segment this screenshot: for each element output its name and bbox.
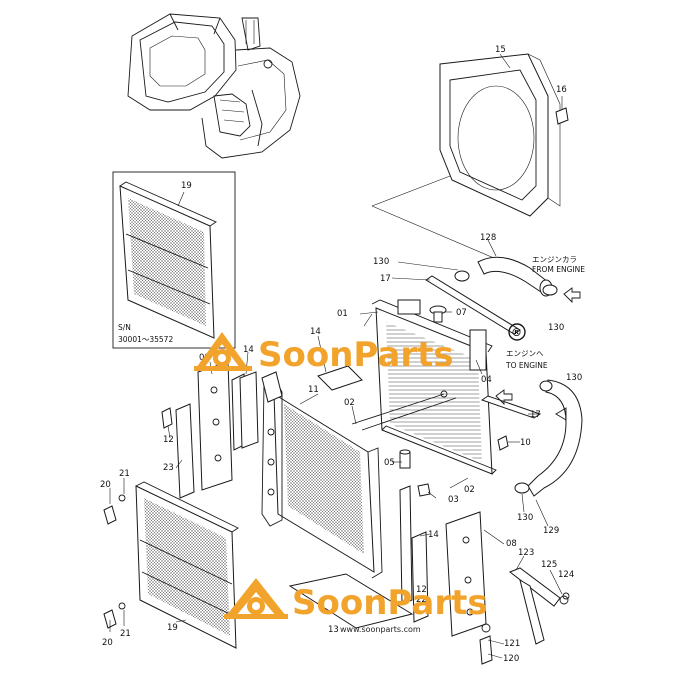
bolts [103,107,570,665]
callout-16: 16 [556,85,567,95]
radiator-core [261,377,383,579]
radiator-assembly [351,299,497,475]
callout-03: 03 [448,495,459,505]
callout-17-b: 17 [530,410,541,420]
watermark-logo-icon [194,332,252,371]
callout-21-a: 21 [119,469,130,479]
hose-clamp-upper [454,270,558,296]
callout-130-d: 130 [517,513,533,523]
callout-23: 23 [163,463,174,473]
registered-mark: ® [508,323,526,341]
callout-12-a: 12 [163,435,174,445]
callout-20-b: 20 [102,638,113,648]
side-screen-inset [119,181,217,339]
side-screen-lower [135,481,239,649]
flow-arrows [495,287,581,421]
bracket-left [175,361,247,499]
callout-07: 07 [456,308,467,318]
sn-range: 30001～35572 [118,335,173,344]
callout-19-lower: 19 [167,623,178,633]
radiator-cap [429,305,447,323]
to-engine-jp: エンジンヘ [506,349,544,358]
engine-flow-notes: エンジンカラ FROM ENGINE エンジンヘ TO ENGINE [505,255,585,370]
callout-20-a: 20 [100,480,111,490]
callout-labels: 15 16 128 130 17 01 07 130 14 14 09 11 0… [100,45,582,664]
fan-shroud [439,53,561,217]
to-engine-en: TO ENGINE [505,361,548,370]
lower-hose [514,379,583,497]
callout-04: 04 [481,375,492,385]
from-engine-jp: エンジンカラ [532,255,577,264]
callout-10: 10 [520,438,531,448]
callout-08: 08 [506,539,517,549]
callout-130-c: 130 [566,373,582,383]
callout-14-a: 14 [310,327,321,337]
callout-13: 13 [328,625,339,635]
callout-02-a: 02 [344,398,355,408]
callout-02-b: 02 [464,485,475,495]
callout-125: 125 [541,560,557,570]
callout-21-b: 21 [120,629,131,639]
callout-130-a: 130 [373,257,389,267]
callout-12-b: 12 [416,585,427,595]
callout-15: 15 [495,45,506,55]
callout-19-inset: 19 [181,181,192,191]
callout-01: 01 [337,309,348,319]
serial-number-inset: 19 S/N 30001～35572 [112,171,236,349]
stay-rods [425,275,542,419]
callout-129: 129 [543,526,559,536]
bracket-right [399,485,487,637]
watermark-url: www.soonparts.com [340,625,421,634]
sn-label: S/N [118,323,131,332]
callout-120: 120 [503,654,519,664]
callout-123: 123 [518,548,534,558]
watermark-brand-bottom: SoonParts [292,583,488,623]
callout-124: 124 [558,570,574,580]
seal-strip-top [317,365,363,391]
drain-plug [399,449,411,469]
callout-05: 05 [384,458,395,468]
callout-14-c: 14 [428,530,439,540]
watermark-bottom: SoonParts www.soonparts.com [224,578,488,634]
callout-11: 11 [308,385,319,395]
callout-128: 128 [480,233,496,243]
watermark-brand-top: SoonParts [258,335,454,375]
seal-strip [288,573,414,629]
callout-121: 121 [504,639,520,649]
callout-22: 22 [416,595,427,605]
registered-symbol: ® [511,326,522,339]
callout-130-b: 130 [548,323,564,333]
watermark-logo-icon-bottom [224,578,288,619]
callout-17-a: 17 [380,274,391,284]
excavator-overview [127,13,301,159]
bracket-post [239,371,283,449]
from-engine-en: FROM ENGINE [532,265,585,274]
leader-lines [109,53,563,659]
watermark-top: SoonParts [194,332,454,375]
callout-14-b: 14 [243,345,254,355]
